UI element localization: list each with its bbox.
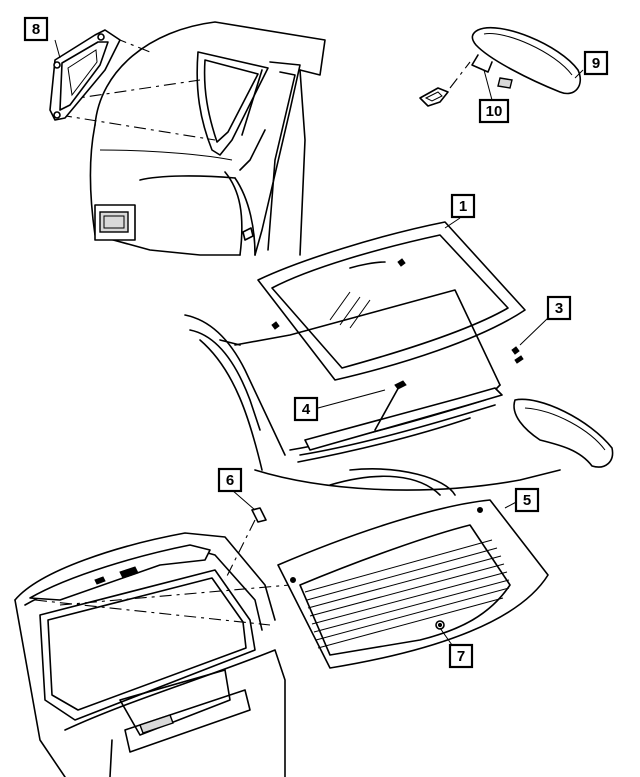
stop-bumper-part xyxy=(251,507,267,523)
callout-9-label: 9 xyxy=(592,55,600,72)
callout-8-label: 8 xyxy=(32,21,40,38)
callout-1-label: 1 xyxy=(459,198,467,215)
mirror-mount-button-part xyxy=(419,61,471,107)
liftgate-section xyxy=(14,519,291,777)
callout-6-label: 6 xyxy=(226,472,234,489)
callout-9: 9 xyxy=(583,50,609,76)
windshield-part xyxy=(257,221,526,381)
callout-1: 1 xyxy=(450,193,476,219)
callout-7: 7 xyxy=(448,643,474,669)
back-glass-part xyxy=(277,499,549,669)
callout-10-label: 10 xyxy=(486,103,503,120)
callout-5: 5 xyxy=(514,487,540,513)
callout-10: 10 xyxy=(478,98,510,124)
rearview-mirror-part xyxy=(471,27,582,95)
callout-3: 3 xyxy=(546,295,572,321)
callout-5-label: 5 xyxy=(523,492,531,509)
callout-4-label: 4 xyxy=(302,401,311,418)
cowl-body-section xyxy=(184,258,614,496)
callout-4: 4 xyxy=(293,396,319,422)
callout-7-label: 7 xyxy=(457,648,465,665)
callout-6: 6 xyxy=(217,467,243,493)
callout-3-label: 3 xyxy=(555,300,563,317)
quarter-body-section xyxy=(59,21,326,256)
quarter-glass-part xyxy=(49,29,121,121)
callout-8: 8 xyxy=(23,16,49,42)
